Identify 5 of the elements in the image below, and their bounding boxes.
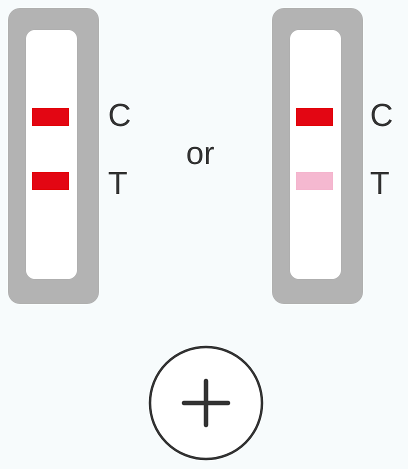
strip-label: T [370,164,390,202]
strip-label: T [108,164,128,202]
strip-label: C [108,96,132,134]
strip-label: C [370,96,394,134]
strip-label: or [186,134,214,172]
